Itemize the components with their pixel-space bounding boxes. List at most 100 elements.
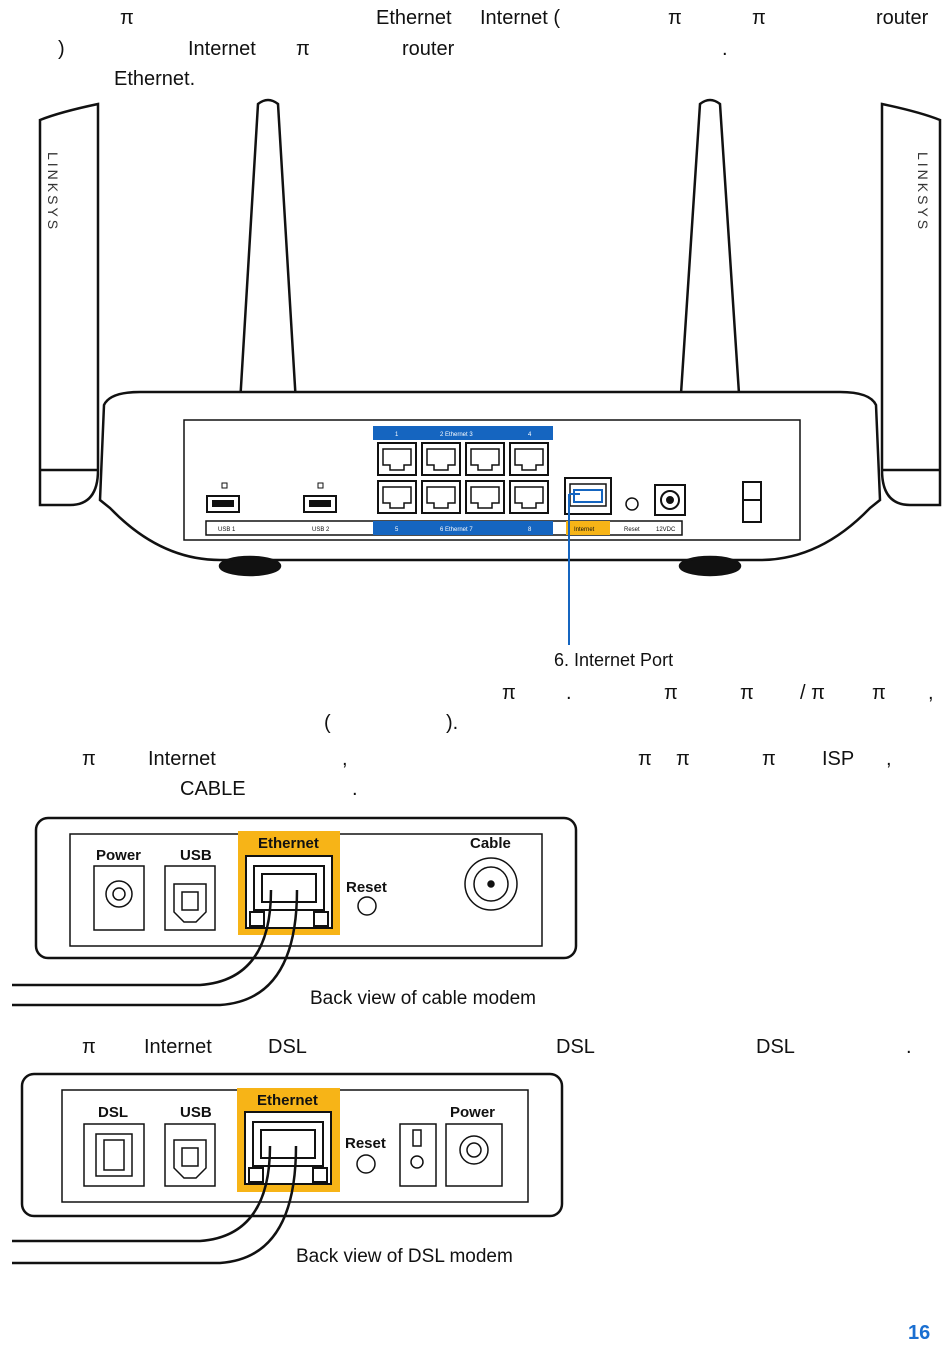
coax-port — [464, 857, 518, 911]
text-fragment: , — [928, 682, 934, 704]
text-fragment: . — [722, 38, 728, 60]
text-fragment: ( — [324, 712, 331, 734]
text-fragment: , — [342, 748, 348, 770]
text-fragment: Internet — [188, 38, 256, 60]
text-fragment: π — [740, 682, 754, 704]
text-fragment: Ethernet — [376, 7, 452, 29]
dsl-port — [83, 1123, 145, 1187]
ethernet-port — [377, 442, 417, 476]
text-fragment: Internet — [144, 1036, 212, 1058]
text-fragment: π — [82, 1036, 96, 1058]
dsl-port-label: DSL — [98, 1104, 128, 1121]
cable-modem-illustration: Power USB Ethernet Reset Cable Back view… — [12, 816, 578, 1009]
text-fragment: ISP — [822, 748, 855, 770]
power-port-label: Power — [96, 847, 141, 864]
text-fragment: π — [296, 38, 310, 60]
power-switch — [742, 481, 762, 523]
text-fragment: / π — [800, 682, 825, 704]
port-8-label: 8 — [528, 527, 532, 533]
power-jack — [654, 484, 686, 516]
cable-modem-caption: Back view of cable modem — [310, 988, 536, 1009]
usb-port-2 — [303, 482, 337, 513]
cable-port-label: Cable — [470, 835, 511, 852]
text-fragment: CABLE — [180, 778, 246, 800]
reset-button — [357, 896, 377, 916]
ethernet-port — [421, 480, 461, 514]
text-fragment: DSL — [268, 1036, 307, 1058]
port-4-label: 4 — [528, 432, 532, 438]
text-fragment: . — [566, 682, 572, 704]
usb-port-label: USB — [180, 847, 212, 864]
text-fragment: π — [638, 748, 652, 770]
text-fragment: π — [872, 682, 886, 704]
page-number: 16 — [908, 1322, 931, 1344]
power-label: 12VDC — [656, 527, 676, 533]
ethernet-bottom-label-bg — [373, 521, 553, 535]
ethernet-port-label: Ethernet — [258, 835, 319, 852]
ethernet-port — [465, 480, 505, 514]
ethernet-port — [509, 480, 549, 514]
reset-port-label: Reset — [346, 879, 387, 896]
power-switch — [399, 1123, 437, 1187]
text-fragment: π — [82, 748, 96, 770]
internet-port — [564, 477, 612, 515]
ethernet-port — [465, 442, 505, 476]
text-fragment: DSL — [756, 1036, 795, 1058]
ethernet-cable — [12, 1145, 298, 1265]
usb-port-label: USB — [180, 1104, 212, 1121]
text-fragment: π — [664, 682, 678, 704]
reset-port-label: Reset — [345, 1135, 386, 1152]
power-port — [93, 865, 145, 931]
usb-port — [164, 1123, 216, 1187]
reset-button — [625, 497, 639, 511]
text-fragment: , — [886, 748, 892, 770]
text-fragment: Ethernet. — [114, 68, 196, 90]
router-back-illustration: LINKSYS LINKSYS USB 1 USB 2 1 2 Ethernet… — [38, 98, 942, 670]
internet-label-bg — [566, 521, 610, 535]
text-fragment: router — [402, 38, 455, 60]
text-fragment: Internet ( — [480, 7, 561, 29]
usb-port-1 — [206, 482, 240, 513]
text-fragment: . — [352, 778, 358, 800]
brand-logo-right: LINKSYS — [915, 152, 931, 232]
reset-label: Reset — [624, 527, 640, 533]
ethernet-port — [244, 1111, 332, 1185]
text-fragment: Internet — [148, 748, 216, 770]
ethernet-ports-group — [377, 442, 549, 514]
text-fragment: DSL — [556, 1036, 595, 1058]
text-fragment: π — [676, 748, 690, 770]
port-6-7-label: 6 Ethernet 7 — [440, 527, 473, 533]
text-fragment: π — [762, 748, 776, 770]
usb-port — [164, 865, 216, 931]
internet-port-label: Internet — [574, 527, 595, 533]
port-5-label: 5 — [395, 527, 399, 533]
text-fragment: ). — [446, 712, 459, 734]
ethernet-port — [245, 855, 333, 929]
usb1-label: USB 1 — [218, 527, 236, 533]
usb2-label: USB 2 — [312, 527, 330, 533]
text-fragment: router — [876, 7, 929, 29]
ethernet-top-label-bg — [373, 426, 553, 440]
left-outer-antenna — [38, 102, 100, 507]
ethernet-cable — [12, 889, 299, 1007]
text-fragment: . — [906, 1036, 912, 1058]
internet-port-callout: 6. Internet Port — [554, 650, 673, 670]
ethernet-port — [377, 480, 417, 514]
right-outer-antenna — [880, 102, 942, 507]
brand-logo-left: LINKSYS — [45, 152, 61, 232]
power-port-label: Power — [450, 1104, 495, 1121]
text-fragment: π — [668, 7, 682, 29]
text-fragment: π — [120, 7, 134, 29]
text-fragment: π — [752, 7, 766, 29]
text-fragment: ) — [58, 38, 65, 60]
reset-button — [356, 1154, 376, 1174]
power-port — [445, 1123, 503, 1187]
ethernet-port-label: Ethernet — [257, 1092, 318, 1109]
port-1-label: 1 — [395, 432, 399, 438]
port-2-3-label: 2 Ethernet 3 — [440, 432, 473, 438]
ethernet-port — [509, 442, 549, 476]
dsl-modem-illustration: DSL USB Ethernet Reset Power Back view o… — [12, 1072, 564, 1267]
dsl-modem-caption: Back view of DSL modem — [296, 1246, 513, 1267]
text-fragment: π — [502, 682, 516, 704]
ethernet-port — [421, 442, 461, 476]
